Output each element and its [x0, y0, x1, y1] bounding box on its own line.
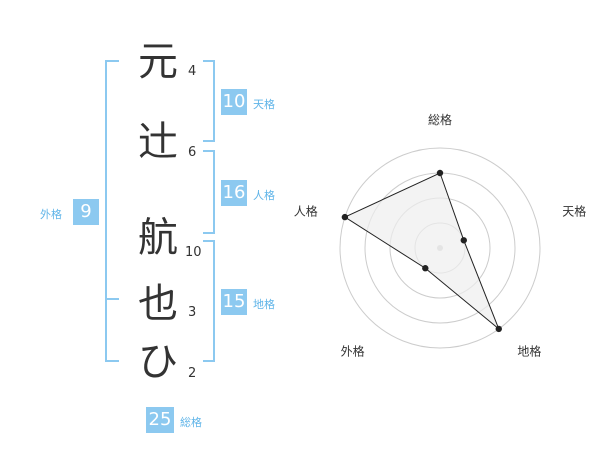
- stroke-count-2: 6: [188, 145, 197, 160]
- stroke-count-1: 4: [188, 64, 197, 79]
- name-char-5: ひ: [138, 339, 178, 385]
- name-char-2: 辻: [138, 119, 178, 165]
- gaikaku-value: 9: [73, 199, 99, 225]
- radar-point: [495, 325, 502, 333]
- gaikaku-bracket: [105, 60, 119, 362]
- gaikaku-bracket-tick: [105, 298, 119, 300]
- jinkaku-label: 人格: [253, 189, 275, 202]
- radar-axis-label: 天格: [562, 204, 586, 219]
- radar-point: [460, 237, 467, 244]
- gaikaku-label: 外格: [40, 208, 62, 221]
- radar-area: [341, 169, 502, 333]
- radar-polygon: [343, 172, 500, 330]
- chikaku-value: 15: [221, 289, 247, 315]
- radar-point: [422, 265, 429, 272]
- name-char-4: 也: [138, 281, 178, 327]
- jinkaku-bracket: [203, 150, 215, 234]
- stroke-count-4: 3: [188, 305, 197, 320]
- radar-point: [341, 213, 349, 221]
- chikaku-bracket: [203, 240, 215, 362]
- radar-ring: [339, 147, 541, 349]
- radar-axis-label: 地格: [517, 343, 541, 358]
- soukaku-label: 総格: [180, 416, 202, 429]
- radar-axis-label: 人格: [294, 204, 318, 219]
- radar-axis-label: 総格: [428, 112, 452, 127]
- chikaku-label: 地格: [253, 298, 275, 311]
- tenkaku-value: 10: [221, 89, 247, 115]
- jinkaku-value: 16: [221, 180, 247, 206]
- stroke-count-3: 10: [185, 245, 202, 260]
- tenkaku-bracket: [203, 60, 215, 142]
- name-char-1: 元: [138, 39, 178, 85]
- tenkaku-label: 天格: [253, 98, 275, 111]
- stroke-count-5: 2: [188, 366, 197, 381]
- soukaku-value: 25: [146, 407, 174, 433]
- name-char-3: 航: [138, 215, 178, 261]
- radar-point: [436, 169, 444, 177]
- radar-axis-label: 外格: [341, 343, 365, 358]
